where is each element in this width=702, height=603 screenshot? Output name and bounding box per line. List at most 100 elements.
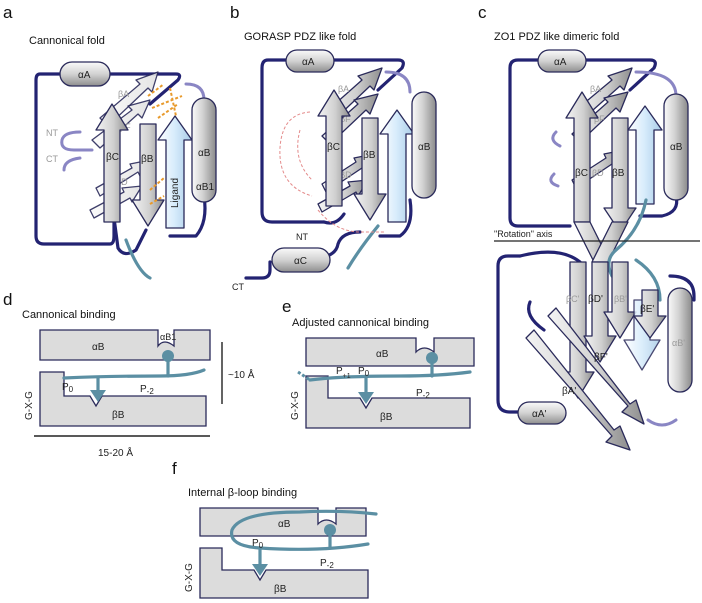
label-bF-c: βF	[594, 114, 605, 124]
panel-a: a Cannonical fold αA βA βF βD βC βB Liga…	[3, 3, 217, 280]
label-bCp: βC'	[566, 294, 580, 304]
helix-aBp	[667, 287, 693, 393]
label-ligand-a: Ligand	[170, 178, 181, 208]
dashed-outline-b-1	[279, 111, 313, 197]
scale-label-vertical: ~10 Å	[228, 368, 255, 381]
panel-e: e Adjusted cannonical binding αB βB P+1 …	[282, 297, 475, 429]
helix-label-e: αB	[376, 349, 389, 360]
label-nt-a: NT	[46, 128, 58, 138]
strand-bDp	[583, 261, 617, 363]
panel-d-title: Cannonical binding	[22, 309, 116, 321]
strand-label-d: βB	[112, 410, 125, 421]
label-bF-b: βF	[340, 114, 351, 124]
panel-b: b GORASP PDZ like fold αA βA βF βD βC βB…	[230, 3, 437, 292]
strand-bB-b	[353, 117, 387, 221]
strand-bEp	[633, 289, 667, 339]
strand-bFp	[547, 307, 645, 425]
label-bAp: βA'	[562, 386, 576, 397]
loop-c-light	[634, 70, 678, 98]
helix-aB-b	[411, 91, 437, 199]
p0-label-d: P0	[62, 382, 74, 394]
rotation-axis-label: "Rotation" axis	[494, 229, 553, 239]
loop-c-lower-light	[646, 418, 678, 427]
ligand-arrow-head-e	[358, 392, 374, 404]
strand-box-d	[39, 371, 207, 427]
label-aA-c: αA	[554, 57, 567, 68]
panel-f: f Internal β-loop binding αB βB P0 P-2 G…	[172, 459, 378, 599]
scale-label-horizontal: 15-20 Å	[98, 446, 133, 459]
label-bB-b: βB	[363, 150, 376, 161]
loop-c-light-2	[551, 130, 562, 148]
helix-label-f: αB	[278, 519, 291, 530]
ligand-knob-f	[324, 524, 336, 536]
label-ct-a: CT	[46, 154, 58, 164]
label-bC-b: βC	[327, 142, 340, 153]
strand-label-f: βB	[274, 584, 287, 595]
ligand-arrow-head-d	[90, 390, 106, 402]
loop-c-lower-left	[496, 254, 522, 414]
panel-c-letter: c	[478, 3, 487, 22]
strand-box-e	[305, 375, 471, 429]
aB1-label-d: αB1	[160, 332, 176, 342]
label-bA-a: βA	[118, 89, 129, 99]
label-bC-c: βC	[575, 168, 588, 179]
p0-label-e: P0	[358, 366, 370, 378]
label-aA-b: αA	[302, 57, 315, 68]
ligand-line-f	[229, 509, 378, 551]
ligand-knob-d	[162, 350, 174, 362]
panel-e-letter: e	[282, 297, 291, 316]
gxg-label-e: G-X-G	[290, 391, 301, 420]
label-aC-b: αC	[294, 256, 307, 267]
strand-ligand-c	[627, 105, 663, 205]
helix-box-d	[39, 329, 211, 361]
strand-bC-a	[95, 103, 129, 223]
panel-c: c ZO1 PDZ like dimeric fold αA βA βF βD …	[478, 3, 700, 451]
loop-a-ct	[62, 156, 82, 172]
loop-c-top	[584, 58, 657, 92]
label-aA-a: αA	[78, 70, 91, 81]
label-bD-b: βD	[340, 170, 352, 180]
panel-b-title: GORASP PDZ like fold	[244, 31, 356, 43]
ligand-line-d	[62, 368, 206, 380]
loop-b-light	[384, 70, 412, 94]
loop-c-lower-top	[518, 250, 582, 264]
loop-a-left	[34, 72, 116, 246]
ligand-line-e	[308, 370, 472, 382]
panel-c-title: ZO1 PDZ like dimeric fold	[494, 31, 619, 43]
label-bDp: βD'	[588, 294, 603, 305]
strand-ligand-b	[379, 109, 415, 223]
loop-b-top	[332, 58, 405, 92]
label-ct-b: CT	[232, 282, 244, 292]
helix-label-d: αB	[92, 342, 105, 353]
loop-c-light-3	[549, 172, 560, 188]
helix-aB-c	[663, 93, 689, 201]
p1-label-e: P+1	[336, 366, 351, 380]
loop-b-ct	[244, 260, 272, 280]
hbond-a	[147, 83, 183, 119]
ligand-a-tail	[124, 238, 152, 280]
helix-aA-b	[285, 49, 335, 73]
dashed-outline-b-3	[297, 129, 313, 181]
loop-a-nt	[60, 130, 94, 152]
helix-box-e	[305, 337, 475, 367]
helix-aAp	[517, 401, 567, 425]
dashed-outline-b-2	[317, 209, 384, 233]
helix-aA-c	[537, 49, 587, 73]
label-bB-a: βB	[141, 154, 154, 165]
ligand-arrow-head-f	[252, 564, 268, 576]
helix-aB-a	[191, 97, 217, 203]
p0-label-f: P0	[252, 538, 264, 550]
loop-b-left	[260, 58, 326, 224]
loop-c-left	[508, 58, 572, 228]
ligand-b-tail	[346, 224, 380, 270]
label-bB-c: βB	[612, 168, 625, 179]
label-bA-c: βA	[590, 84, 601, 94]
loop-c-lower-right	[668, 274, 696, 302]
strand-bAp	[525, 329, 631, 451]
panel-d-letter: d	[3, 290, 12, 309]
label-aB-c: αB	[670, 142, 683, 153]
label-bD-a: βD	[116, 177, 128, 187]
strand-ligand-a	[157, 115, 193, 229]
gxg-label-f: G-X-G	[184, 563, 195, 592]
